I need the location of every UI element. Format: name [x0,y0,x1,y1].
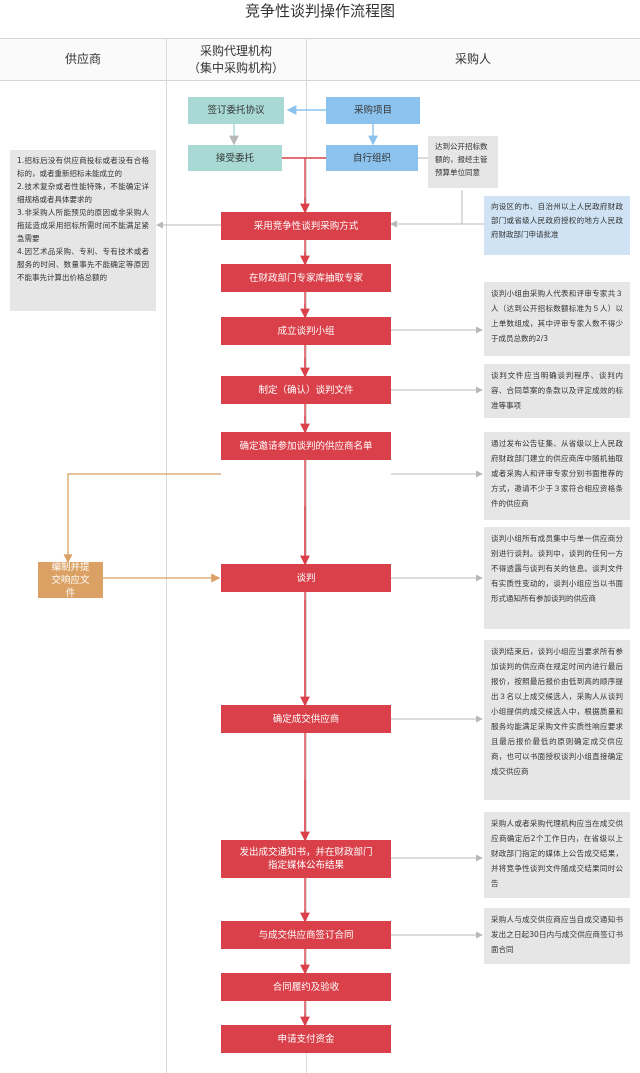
document-note: 谈判文件应当明确谈判程序、谈判内容、合同草案的条款以及评定成效的标准等事项 [484,364,630,418]
lane-header-supplier: 供应商 [0,38,166,81]
threshold-note: 达到公开招标数额的，报经主管预算单位同意 [428,136,498,188]
determine-supplier-box: 确定成交供应商 [221,705,391,733]
accept-entrust-box: 接受委托 [188,145,282,171]
lane-label-purchaser: 采购人 [454,52,491,66]
apply-payment-label: 申请支付资金 [277,1033,335,1045]
adopt-method-label: 采用竞争性谈判采购方式 [253,220,359,232]
prepare-response-box: 编制并提交响应文件 [38,561,103,599]
accept-entrust-label: 接受委托 [215,152,254,164]
publish-note: 采购人或者采购代理机构应当在成交供应商确定后2个工作日内，在省级以上财政部门指定… [484,812,630,898]
issue-notice-label-2: 指定媒体公布结果 [267,860,344,871]
make-document-label: 制定（确认）谈判文件 [258,384,354,396]
extract-experts-box: 在财政部门专家库抽取专家 [221,264,391,292]
lane-divider [306,38,307,1073]
form-group-label: 成立谈判小组 [277,325,335,337]
determine-list-label: 确定邀请参加谈判的供应商名单 [239,440,373,452]
lane-label-supplier: 供应商 [64,52,101,66]
sign-contract-label: 与成交供应商签订合同 [258,929,354,941]
negotiate-note: 谈判小组所有成员集中与单一供应商分别进行谈判。谈判中，谈判的任何一方不得透露与谈… [484,527,630,629]
perform-accept-box: 合同履约及验收 [221,973,391,1001]
self-organize-box: 自行组织 [326,145,418,171]
procurement-project-box: 采购项目 [326,97,420,124]
lane-header-agency: 采购代理机构 （集中采购机构） [166,38,306,81]
determine-list-box: 确定邀请参加谈判的供应商名单 [221,432,391,460]
make-document-box: 制定（确认）谈判文件 [221,376,391,404]
determine-note: 谈判结束后，谈判小组应当要求所有参加谈判的供应商在规定时间内进行最后报价，按照最… [484,640,630,800]
self-organize-label: 自行组织 [352,152,391,164]
sign-agreement-label: 签订委托协议 [207,105,265,116]
contract-note: 采购人与成交供应商应当自成交通知书发出之日起30日内与成交供应商签订书面合同 [484,908,630,964]
negotiate-box: 谈判 [221,564,391,592]
conditions-note: 1.招标后没有供应商投标或者没有合格标的，或者重新招标未能成立的 2.技术复杂或… [10,150,156,311]
extract-experts-label: 在财政部门专家库抽取专家 [248,272,363,284]
form-group-box: 成立谈判小组 [221,317,391,345]
issue-notice-label-1: 发出成交通知书，并在财政部门 [239,847,373,858]
list-note: 通过发布公告征集、从省级以上人民政府财政部门建立的供应商库中随机抽取或者采购人和… [484,432,630,520]
apply-payment-box: 申请支付资金 [221,1025,391,1053]
page-title: 竞争性谈判操作流程图 [244,2,395,20]
determine-supplier-label: 确定成交供应商 [272,713,340,725]
adopt-method-box: 采用竞争性谈判采购方式 [221,212,391,240]
prepare-response-label: 编制并提交响应文件 [51,561,90,599]
perform-accept-label: 合同履约及验收 [272,981,340,993]
sign-contract-box: 与成交供应商签订合同 [221,921,391,949]
lane-divider [166,38,167,1073]
approval-note: 向设区的市、自治州以上人民政府财政部门或省级人民政府授权的地方人民政府财政部门申… [484,196,630,255]
lane-header-purchaser: 采购人 [306,38,640,81]
lane-label-agency: 采购代理机构 [199,43,272,58]
negotiate-label: 谈判 [296,572,316,584]
group-note: 谈判小组由采购人代表和评审专家共３人（达到公开招标数额标准为５人）以上单数组成，… [484,282,630,356]
sign-agreement-box: 签订委托协议 [188,97,284,124]
issue-notice-box: 发出成交通知书，并在财政部门 指定媒体公布结果 [221,840,391,878]
lane-label-agency-sub: （集中采购机构） [187,60,284,75]
procurement-project-label: 采购项目 [353,105,392,116]
